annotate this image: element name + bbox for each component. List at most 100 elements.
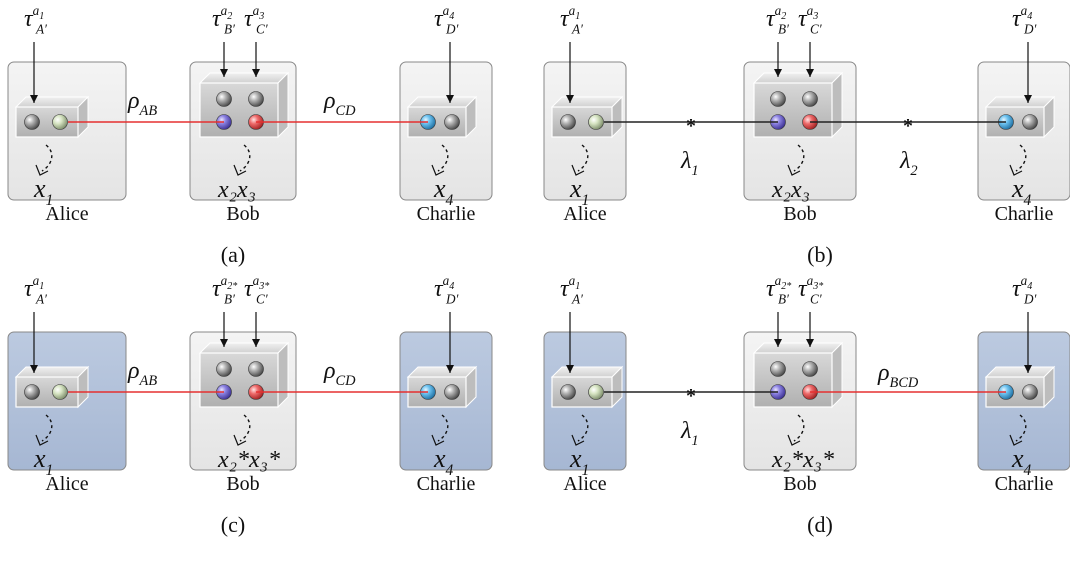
svg-text:B′: B′ — [224, 292, 236, 307]
svg-text:ρCD: ρCD — [323, 358, 356, 389]
svg-text:τa2: τa2 — [212, 3, 232, 32]
alice-particle-gray — [24, 384, 40, 400]
svg-text:C′: C′ — [810, 22, 823, 37]
panel-caption: (a) — [221, 242, 245, 267]
charlie-particle-gray — [444, 114, 460, 130]
panel-caption: (b) — [807, 242, 833, 267]
bob-outcome-arrow — [793, 414, 805, 442]
source-marker-1: * — [686, 385, 696, 407]
alice-particle-gray — [24, 114, 40, 130]
svg-text:D′: D′ — [1023, 22, 1038, 37]
link-1-label: λ1 — [680, 148, 699, 179]
alice-name: Alice — [45, 473, 88, 495]
svg-text:τa3: τa3 — [798, 3, 818, 32]
bob-name: Bob — [226, 203, 259, 225]
bob-particle-gray-1 — [770, 361, 786, 377]
link-1-label: λ1 — [680, 418, 699, 449]
svg-text:τa2: τa2 — [766, 3, 786, 32]
link-1-label: ρAB — [127, 358, 157, 389]
alice-outcome: x1 — [33, 174, 53, 209]
alice-particle-green — [52, 384, 68, 400]
source-marker-2: * — [903, 115, 913, 137]
charlie-device — [406, 95, 478, 139]
charlie-particle-gray — [444, 384, 460, 400]
alice-name: Alice — [563, 473, 606, 495]
alice-particle-green — [588, 384, 604, 400]
bob-outcome: x₂x₃ — [771, 177, 810, 203]
charlie-name: Charlie — [417, 203, 476, 225]
svg-text:B′: B′ — [778, 292, 790, 307]
bob-outcome: x₂x₃ — [217, 177, 256, 203]
svg-text:λ1: λ1 — [680, 418, 699, 449]
svg-text:A′: A′ — [35, 22, 48, 37]
svg-text:x4: x4 — [433, 174, 454, 209]
svg-text:x4: x4 — [1011, 444, 1032, 479]
alice-name: Alice — [563, 203, 606, 225]
svg-text:x4: x4 — [433, 444, 454, 479]
svg-text:D′: D′ — [445, 22, 460, 37]
bob-device — [752, 71, 844, 139]
svg-text:τa4: τa4 — [1012, 273, 1032, 302]
charlie-name: Charlie — [995, 203, 1054, 225]
bob-outcome: x₂*x₃* — [217, 447, 280, 473]
alice-outcome-arrow — [577, 144, 589, 172]
svg-text:C′: C′ — [256, 292, 269, 307]
svg-text:τa1: τa1 — [560, 3, 580, 32]
link-1-label: ρAB — [127, 88, 157, 119]
svg-text:A′: A′ — [571, 292, 584, 307]
svg-text:B′: B′ — [224, 22, 236, 37]
svg-text:x1: x1 — [33, 444, 53, 479]
alice-outcome-arrow — [41, 144, 53, 172]
svg-text:B′: B′ — [778, 22, 790, 37]
bob-outcome: x₂*x₃* — [771, 447, 834, 473]
bob-name: Bob — [783, 473, 816, 495]
bob-particle-gray-2 — [802, 361, 818, 377]
bob-outcome-arrow — [239, 144, 251, 172]
bob-particle-gray-1 — [770, 91, 786, 107]
alice-outcome: x1 — [33, 444, 53, 479]
bob-outcome-arrow — [239, 414, 251, 442]
svg-text:λ2: λ2 — [899, 148, 918, 179]
svg-text:x1: x1 — [33, 174, 53, 209]
link-2-label: ρBCD — [877, 360, 919, 391]
bob-particle-gray-2 — [248, 91, 264, 107]
svg-text:τa4: τa4 — [1012, 3, 1032, 32]
alice-particle-green — [588, 114, 604, 130]
charlie-outcome: x4 — [433, 444, 454, 479]
alice-name: Alice — [45, 203, 88, 225]
svg-text:D′: D′ — [1023, 292, 1038, 307]
charlie-outcome: x4 — [1011, 174, 1032, 209]
svg-text:x1: x1 — [569, 174, 589, 209]
svg-text:A′: A′ — [35, 292, 48, 307]
bob-name: Bob — [226, 473, 259, 495]
bob-device — [198, 341, 290, 409]
alice-particle-gray — [560, 114, 576, 130]
svg-text:τa2*: τa2* — [212, 273, 238, 302]
svg-text:τa1: τa1 — [24, 3, 44, 32]
alice-outcome-arrow — [577, 414, 589, 442]
link-2-label: λ2 — [899, 148, 918, 179]
bob-name: Bob — [783, 203, 816, 225]
svg-text:τa4: τa4 — [434, 3, 454, 32]
svg-text:τa3: τa3 — [244, 3, 264, 32]
bob-measurement-label-2: τa3*C′ — [798, 273, 824, 306]
svg-text:D′: D′ — [445, 292, 460, 307]
svg-text:C′: C′ — [810, 292, 823, 307]
bob-measurement-label-2: τa3*C′ — [244, 273, 270, 306]
panel-caption: (d) — [807, 512, 833, 537]
svg-text:ρBCD: ρBCD — [877, 360, 919, 391]
charlie-device — [406, 365, 478, 409]
bob-device — [752, 341, 844, 409]
alice-outcome: x1 — [569, 174, 589, 209]
link-2-label: ρCD — [323, 88, 356, 119]
